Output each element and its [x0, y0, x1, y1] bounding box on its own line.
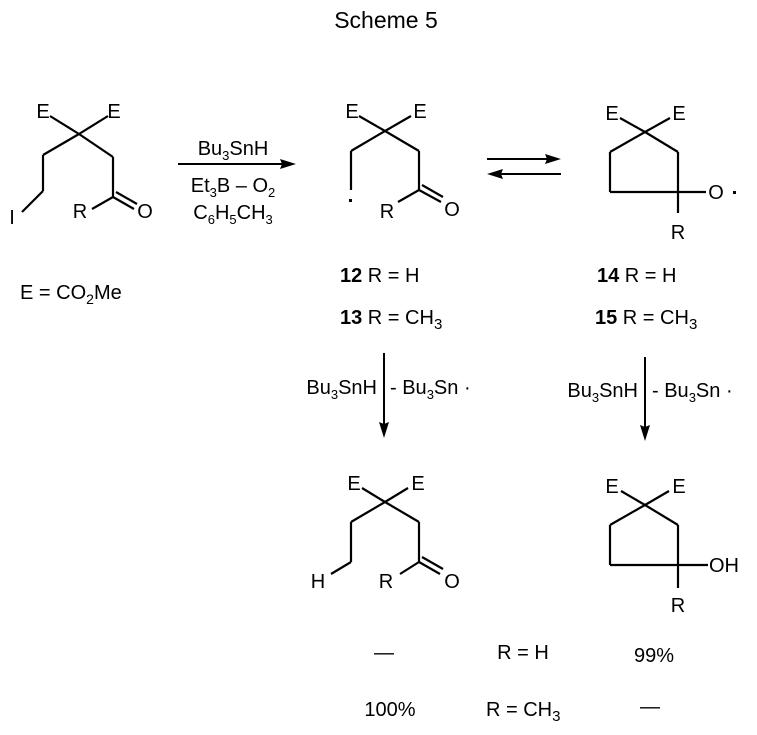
- bond: [361, 487, 386, 503]
- hydroxyl-label: OH: [709, 555, 739, 577]
- bond: [384, 130, 420, 152]
- reagent-tin-hydride-left: Bu3SnH: [306, 377, 377, 402]
- condition-label: R = H: [497, 642, 549, 664]
- bond: [112, 196, 135, 210]
- compound-12-label: 12 R = H: [340, 265, 420, 287]
- ester-label: E: [36, 101, 49, 123]
- ester-label: E: [672, 103, 685, 125]
- r-label: R: [671, 222, 685, 244]
- ester-label: E: [605, 103, 618, 125]
- bond: [644, 504, 679, 526]
- reagent-tributyltin-hydride: Bu3SnH: [198, 138, 269, 163]
- ester-label: E: [347, 473, 360, 495]
- initiation-arrow: [178, 159, 296, 169]
- compound-14-label: 14 R = H: [597, 265, 677, 287]
- yield-row-r-ch3: 100% R = CH3 —: [364, 696, 660, 725]
- ester-label: E: [411, 473, 424, 495]
- oxygen-label: O: [444, 199, 460, 221]
- r-label: R: [379, 571, 393, 593]
- compound-15-label: 15 R = CH3: [595, 307, 697, 333]
- ester-label: E: [413, 101, 426, 123]
- bond: [609, 131, 646, 153]
- bond: [418, 561, 441, 575]
- byproduct-tin-radical-right: - Bu3Sn ·: [652, 380, 733, 405]
- bond: [418, 189, 442, 203]
- bond: [91, 196, 114, 210]
- bond: [42, 133, 80, 156]
- carbon-radical-12-13: E E R O: [345, 101, 459, 223]
- ester-label: E: [107, 101, 120, 123]
- double-bond: [421, 184, 444, 198]
- reagent-tin-hydride-right: Bu3SnH: [567, 380, 638, 405]
- solvent-toluene: C6H5CH3: [193, 202, 273, 227]
- bond: [78, 115, 109, 135]
- alkoxy-radical-14-15: E E O R: [605, 103, 736, 244]
- radical-dot-icon: [733, 191, 736, 194]
- oxygen-label: O: [444, 571, 460, 593]
- iodine-label: I: [9, 207, 15, 229]
- bond: [358, 115, 386, 132]
- bond: [384, 115, 412, 132]
- r-label: R: [73, 201, 87, 223]
- bond: [397, 189, 420, 203]
- bond: [330, 561, 352, 575]
- arrow-head: [280, 159, 296, 169]
- reduction-arrow-right: [640, 357, 650, 441]
- hydrogen-label: H: [311, 571, 325, 593]
- product-cyclopentanol: E E OH R: [605, 476, 739, 617]
- reduction-arrow-left: [379, 353, 389, 438]
- double-bond: [421, 556, 444, 570]
- ester-label: E: [672, 476, 685, 498]
- bond: [644, 131, 679, 153]
- double-bond: [115, 191, 138, 205]
- cyclic-yield: —: [640, 696, 660, 718]
- starting-material-iodide: E E I R O: [9, 101, 153, 229]
- product-acyclic-carbonyl: E E H R O: [311, 473, 460, 593]
- ester-definition: E = CO2Me: [20, 282, 122, 307]
- arrow-head: [379, 422, 389, 438]
- r-label: R: [671, 595, 685, 617]
- arrow-head: [640, 425, 650, 441]
- bond: [399, 561, 420, 575]
- bond: [21, 190, 44, 213]
- oxygen-label: O: [708, 182, 724, 204]
- condition-label: R = CH3: [486, 699, 560, 725]
- r-label: R: [380, 201, 394, 223]
- yield-row-r-h: — R = H 99%: [374, 642, 674, 667]
- bond: [644, 117, 671, 133]
- forward-arrow-head: [545, 154, 561, 164]
- bond: [350, 130, 386, 152]
- bond: [384, 487, 409, 503]
- ester-label: E: [345, 101, 358, 123]
- acyclic-yield: 100%: [364, 699, 415, 721]
- byproduct-tin-radical-left: - Bu3Sn ·: [390, 377, 471, 402]
- bond: [350, 501, 386, 523]
- yield-table: — R = H 99% 100% R = CH3 —: [364, 642, 674, 725]
- radical-dot-icon: [349, 199, 352, 202]
- scheme-title: Scheme 5: [334, 7, 438, 33]
- compound-13-label: 13 R = CH3: [340, 307, 442, 333]
- cyclic-yield: 99%: [634, 645, 674, 667]
- bond: [644, 490, 670, 506]
- acyclic-yield: —: [374, 642, 394, 664]
- bond: [78, 133, 114, 158]
- bond: [384, 501, 420, 523]
- reagent-triethylborane-oxygen: Et3B – O2: [191, 175, 276, 200]
- bond: [620, 490, 646, 506]
- ester-label: E: [605, 476, 618, 498]
- oxygen-label: O: [137, 201, 153, 223]
- bond: [609, 504, 646, 526]
- equilibrium-arrows: [487, 154, 561, 179]
- bond: [49, 115, 80, 135]
- reverse-arrow-head: [487, 169, 503, 179]
- bond: [619, 117, 646, 133]
